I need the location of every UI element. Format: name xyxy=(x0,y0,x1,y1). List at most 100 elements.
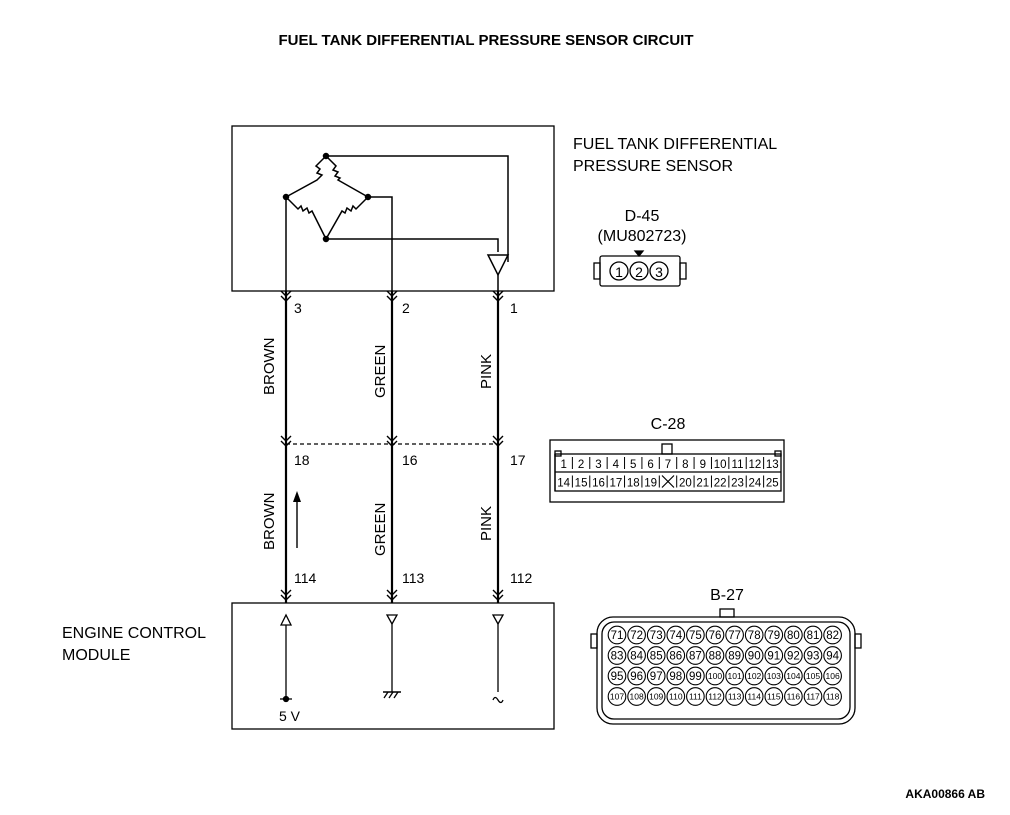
b27-pin-cavity xyxy=(627,646,646,665)
c28-pin-label: 16 xyxy=(592,478,605,490)
c28-connector xyxy=(549,439,785,503)
c28-pin-label: 8 xyxy=(682,459,688,471)
b27-pin-cavity xyxy=(686,646,705,665)
b27-pin-label: 116 xyxy=(787,692,801,702)
b27-pin-cavity xyxy=(725,687,744,706)
ecm-pin-114: 114 xyxy=(294,570,317,586)
b27-pin-cavity xyxy=(744,666,764,686)
b27-pin-cavity xyxy=(705,646,725,665)
analog-input-symbol xyxy=(492,696,504,704)
b27-pin-label: 89 xyxy=(728,651,741,663)
b27-pin-cavity xyxy=(646,687,666,706)
wire-color-brown-upper: BROWN xyxy=(261,338,278,396)
b27-pin-cavity xyxy=(784,687,803,706)
ecm-terminal-marks xyxy=(280,589,504,601)
signal-direction-arrow xyxy=(293,491,301,548)
b27-pin-label: 90 xyxy=(748,651,761,663)
b27-pin-label: 92 xyxy=(787,651,800,663)
ecm-box xyxy=(231,602,555,730)
wire-color-green-lower: GREEN xyxy=(372,503,389,556)
b27-pin-label: 87 xyxy=(689,651,702,663)
b27-pin-label: 113 xyxy=(728,692,742,702)
b27-connector xyxy=(590,608,862,725)
c28-pin-label: 7 xyxy=(665,459,671,471)
b27-pin-cavity xyxy=(705,687,725,706)
b27-pin-cavity xyxy=(823,687,842,706)
b27-pin-label: 100 xyxy=(708,671,722,681)
d45-pin-2: 2 xyxy=(635,264,643,280)
c28-pin-label: 11 xyxy=(732,459,744,471)
b27-pin-label: 86 xyxy=(669,651,682,663)
b27-pin-cavity xyxy=(666,646,686,665)
wire-color-pink-lower: PINK xyxy=(478,506,495,541)
b27-pin-label: 110 xyxy=(669,692,683,702)
sensor-pin-1: 1 xyxy=(510,300,518,316)
sensor-pin-3: 3 xyxy=(294,300,302,316)
c28-terminal-marks xyxy=(280,435,504,447)
signal-input-triangle xyxy=(491,614,505,626)
b27-pin-label: 115 xyxy=(767,692,781,702)
c28-pin-label: 9 xyxy=(700,459,706,471)
b27-pin-label: 72 xyxy=(630,630,643,642)
b27-pin-label: 85 xyxy=(650,651,663,663)
b27-pin-cavity xyxy=(784,646,803,665)
d45-pin-1: 1 xyxy=(615,264,623,280)
d45-id: D-45 xyxy=(625,208,660,225)
b27-pin-label: 73 xyxy=(650,630,663,642)
c28-pin-label: 20 xyxy=(679,478,692,490)
c28-pin-label: 24 xyxy=(749,478,762,490)
ecm-name-line2: MODULE xyxy=(62,647,130,664)
wire-color-brown-lower: BROWN xyxy=(261,493,278,551)
b27-pin-label: 102 xyxy=(747,671,761,681)
b27-pin-cavity xyxy=(744,625,764,645)
resistor-top-left xyxy=(285,155,327,198)
c28-blank-cavity xyxy=(661,475,675,488)
c28-pin-label: 6 xyxy=(647,459,653,471)
c28-pin-label: 22 xyxy=(714,478,727,490)
b27-pin-cavity xyxy=(744,687,764,706)
bridge-circuit xyxy=(282,152,510,291)
b27-pin-cavity xyxy=(686,666,705,686)
b27-pin-label: 75 xyxy=(689,630,702,642)
c28-pin-label: 25 xyxy=(766,478,779,490)
b27-pin-label: 97 xyxy=(650,671,663,683)
b27-pin-cavity xyxy=(607,625,627,645)
b27-pin-cavity xyxy=(764,666,784,686)
b27-pin-cavity xyxy=(705,666,725,686)
b27-pin-label: 98 xyxy=(669,671,682,683)
b27-pin-cavity xyxy=(607,687,627,706)
b27-pin-cavity xyxy=(823,666,842,686)
b27-pin-label: 84 xyxy=(630,651,643,663)
b27-pin-label: 105 xyxy=(806,671,820,681)
c28-pin-label: 15 xyxy=(575,478,588,490)
ecm-name-line1: ENGINE CONTROL xyxy=(62,625,206,642)
c28-id: C-28 xyxy=(651,416,686,433)
figure-code: AKA00866 AB xyxy=(905,787,985,801)
resistor-bottom-left xyxy=(285,196,327,240)
b27-pin-cavity xyxy=(646,625,666,645)
c28-pin-label: 19 xyxy=(644,478,657,490)
b27-pin-cavity xyxy=(705,625,725,645)
b27-pin-label: 91 xyxy=(767,651,780,663)
b27-pin-cavity xyxy=(803,687,823,706)
b27-pin-label: 94 xyxy=(826,651,839,663)
b27-pin-cavity xyxy=(627,666,646,686)
b27-pin-label: 101 xyxy=(728,671,742,681)
c28-pin-label: 12 xyxy=(749,459,762,471)
b27-pin-cavity xyxy=(784,625,803,645)
b27-pin-cavity xyxy=(803,646,823,665)
resistor-top-right xyxy=(325,155,369,198)
b27-pin-label: 107 xyxy=(610,692,624,702)
voltage-source-symbol xyxy=(279,613,293,626)
sensor-pin-2: 2 xyxy=(402,300,410,316)
b27-pin-label: 74 xyxy=(669,630,682,642)
ecm-voltage-label: 5 V xyxy=(279,708,301,724)
b27-pin-cavity xyxy=(666,687,686,706)
b27-pin-cavity xyxy=(725,646,744,665)
d45-part: (MU802723) xyxy=(598,228,687,245)
b27-pin-label: 99 xyxy=(689,671,702,683)
sensor-box xyxy=(231,125,555,292)
b27-pin-cavity xyxy=(607,666,627,686)
